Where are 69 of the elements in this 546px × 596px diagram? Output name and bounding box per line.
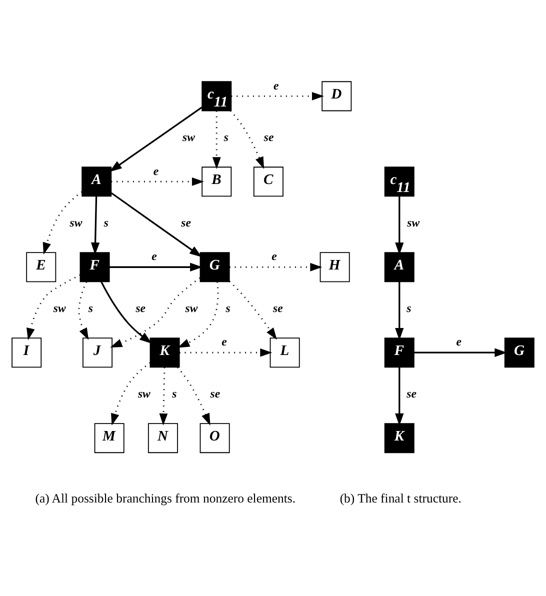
arrow [26,274,80,340]
arrow [230,262,322,271]
arrow [230,110,264,168]
label: (b) The final t structure. [340,490,462,505]
node-box: E [26,252,56,282]
arrow [395,281,404,340]
arrow [100,280,152,344]
edge-label: s [406,300,412,315]
arrow [414,348,508,356]
node-box: D [322,80,352,111]
arrow [111,176,204,186]
arrow [111,362,151,426]
node-box: K [150,337,180,368]
arrow [178,281,219,348]
node-box: O [200,422,230,453]
node-box: F [384,337,414,368]
edge-label: e [152,248,157,263]
edge-label: e [456,334,462,348]
node-box: L [270,337,300,368]
edge-label: e [273,78,279,92]
node-box: A [384,252,414,282]
edge-label: s [226,300,230,315]
edge-label: se [264,130,274,144]
arrow [109,106,202,172]
edge-label: se [406,386,417,400]
node-box: I [12,337,42,368]
arrow [231,91,324,100]
arrow [395,196,404,254]
edge-label: sw [182,130,196,144]
node-box: G [200,252,230,282]
node-box: H [320,252,350,282]
edge-label: s [88,300,94,315]
arrow [78,281,89,340]
node-box: G [504,337,534,368]
node-box: A [82,166,112,196]
edge-label: sw [138,386,150,400]
node-box: M [94,422,124,453]
edge-label: e [272,248,277,263]
arrow [159,366,168,426]
arrow [110,276,200,347]
node-box: F [80,252,110,282]
arrow [228,280,277,340]
node-box: J [82,337,113,368]
node-box: N [148,422,178,453]
arrow [212,110,221,169]
label: (a) All possible branchings from nonzero elements. [35,490,296,505]
arrow [110,192,202,257]
node-box: K [384,422,414,453]
node-box: B [202,166,232,196]
edge-label: sw [407,215,420,230]
edge-label: s [224,130,229,144]
arrow [110,262,202,271]
edge-label: s [104,215,108,230]
edge-label: sw [53,300,66,315]
arrow [395,366,404,426]
edge-label: e [153,163,159,178]
edge-label: s [172,386,177,400]
edge-label: se [136,300,146,315]
edge-label: se [210,386,220,400]
arrow [90,196,100,254]
edge-label: sw [70,215,82,230]
arrow [42,190,82,254]
arrow [180,348,272,356]
edge-label: se [181,215,192,230]
edge-label: sw [185,300,198,315]
edge-label: se [273,300,283,315]
arrow [177,366,210,425]
edge-label: e [222,334,227,348]
node-box: C [253,166,284,196]
